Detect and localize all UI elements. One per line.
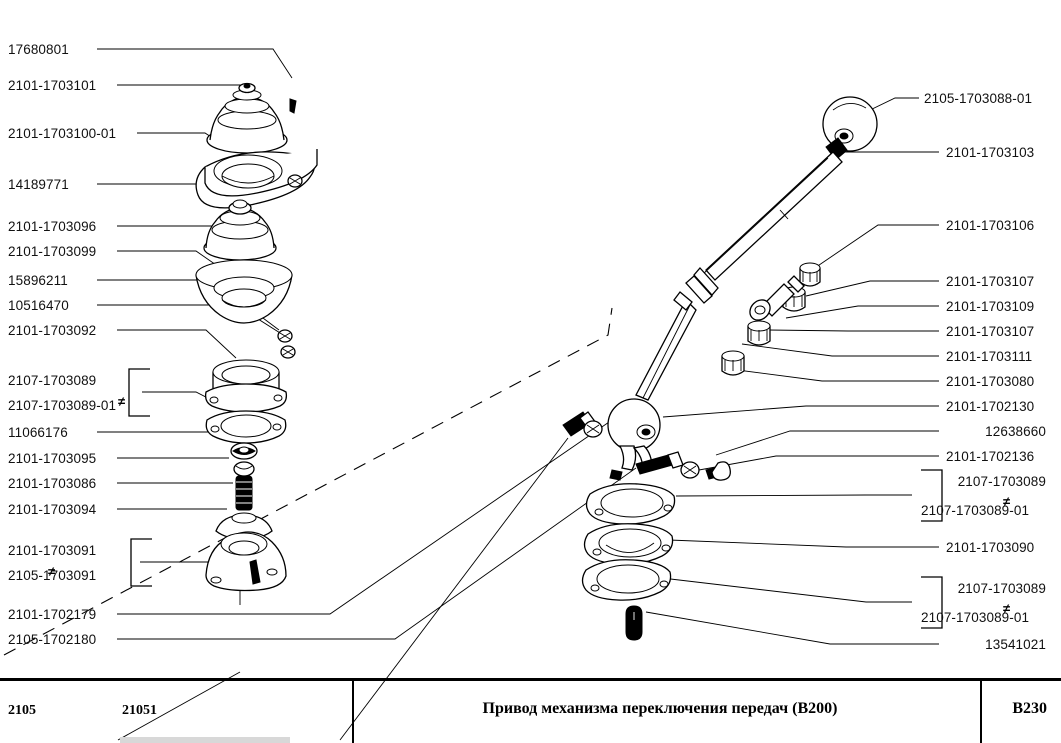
part-label-2105-1703091: 2105-1703091 (8, 568, 97, 583)
part-label-2101-1703103: 2101-1703103 (946, 145, 1035, 160)
part-label-2105-1703088-01: 2105-1703088-01 (924, 91, 1033, 106)
right-pair-brackets (921, 469, 943, 629)
nut-small (233, 461, 255, 477)
bushings (721, 262, 821, 376)
connecting-rod (339, 411, 603, 741)
bushing-c (747, 320, 771, 346)
part-label-2107-1703089-a: 2107-1703089 (8, 373, 97, 388)
part-label-2101-1703101: 2101-1703101 (8, 78, 97, 93)
section-dashed-line (3, 307, 613, 656)
part-label-2107-1703089-c: 2107-1703089 (957, 581, 1046, 596)
right-assembly (339, 96, 878, 741)
lower-guide-line (117, 671, 241, 741)
spring (235, 475, 253, 511)
part-label-14189771: 14189771 (8, 177, 69, 192)
left-leader-lines (97, 48, 637, 640)
oval-trim-plate (195, 149, 318, 209)
part-label-2107-1703089-b: 2107-1703089 (957, 474, 1046, 489)
not-equal-symbol-left-2: ≠ (48, 564, 56, 579)
boot-retainer-clip (289, 98, 297, 114)
not-equal-symbol-left-1: ≠ (118, 394, 126, 409)
left-pair-brackets (128, 368, 152, 587)
bushing-housing (204, 359, 288, 413)
part-label-2101-1703094: 2101-1703094 (8, 502, 97, 517)
part-label-2101-1702130: 2101-1702130 (946, 399, 1035, 414)
trim-plate-stud (287, 174, 303, 188)
housing-cup-large (195, 259, 293, 324)
right-leader-lines (645, 97, 939, 645)
part-label-2101-1703095: 2101-1703095 (8, 451, 97, 466)
part-label-2107-1703089-01-a: 2107-1703089-01 (8, 398, 117, 413)
bushing-a (799, 262, 821, 287)
not-equal-symbol-right-1: ≠ (1003, 494, 1011, 509)
part-label-2101-1703100-01: 2101-1703100-01 (8, 126, 117, 141)
washer (230, 442, 258, 460)
part-label-15896211: 15896211 (8, 273, 68, 288)
part-label-11066176: 11066176 (8, 425, 68, 440)
gasket-oval-left (205, 410, 287, 444)
part-label-2101-1703107-a: 2101-1703107 (946, 274, 1035, 289)
rod-end-link (749, 275, 805, 321)
part-label-13541021: 13541021 (985, 637, 1046, 652)
part-label-2101-1703092: 2101-1703092 (8, 323, 97, 338)
gasket-flange-middle (583, 523, 674, 565)
title-block-divider-right (980, 681, 982, 743)
not-equal-symbol-right-2: ≠ (1003, 601, 1011, 616)
title-block-divider-left (352, 681, 354, 743)
part-label-2101-1703111: 2101-1703111 (946, 349, 1033, 364)
part-label-2101-1703096: 2101-1703096 (8, 219, 97, 234)
gear-lever-shaft (685, 137, 848, 304)
part-label-2101-1703080: 2101-1703080 (946, 374, 1035, 389)
gasket-flange-lower (581, 559, 672, 601)
part-label-2101-1703091: 2101-1703091 (8, 543, 97, 558)
part-label-17680801: 17680801 (8, 42, 69, 57)
part-label-2101-1702179: 2101-1702179 (8, 607, 97, 622)
group-code: 21051 (122, 703, 157, 718)
title-block: 2105 21051 Привод механизма переключения… (0, 678, 1061, 743)
gear-lever-lower (635, 291, 697, 401)
left-assembly (195, 82, 318, 605)
part-label-2107-1703089-01-c: 2107-1703089-01 (921, 610, 1030, 625)
part-label-2101-1703109: 2101-1703109 (946, 299, 1035, 314)
diagram-title: Привод механизма переключения передач (B… (482, 700, 838, 717)
shift-lever-boot-lower (203, 199, 277, 261)
part-label-2105-1702180: 2105-1702180 (8, 632, 97, 647)
catalog-code: 2105 (8, 703, 36, 718)
pin (625, 605, 643, 641)
small-screws (277, 329, 296, 359)
shift-lever-boot-upper (206, 82, 288, 154)
part-label-2101-1703090: 2101-1703090 (946, 540, 1035, 555)
part-label-2101-1703106: 2101-1703106 (946, 218, 1035, 233)
part-label-2101-1703086: 2101-1703086 (8, 476, 97, 491)
part-label-12638660: 12638660 (985, 424, 1046, 439)
gasket-flange-upper (585, 483, 676, 525)
part-label-2101-1703099: 2101-1703099 (8, 244, 97, 259)
lever-ball-housing (205, 531, 287, 605)
part-label-2107-1703089-01-b: 2107-1703089-01 (921, 503, 1030, 518)
part-label-2101-1702136: 2101-1702136 (946, 449, 1035, 464)
part-label-2101-1703107-b: 2101-1703107 (946, 324, 1035, 339)
part-label-10516470: 10516470 (8, 298, 69, 313)
page-code: B230 (1012, 700, 1047, 717)
bushing-d (721, 350, 745, 376)
nut-bolt-group (635, 451, 731, 481)
scan-artifact (120, 737, 290, 743)
